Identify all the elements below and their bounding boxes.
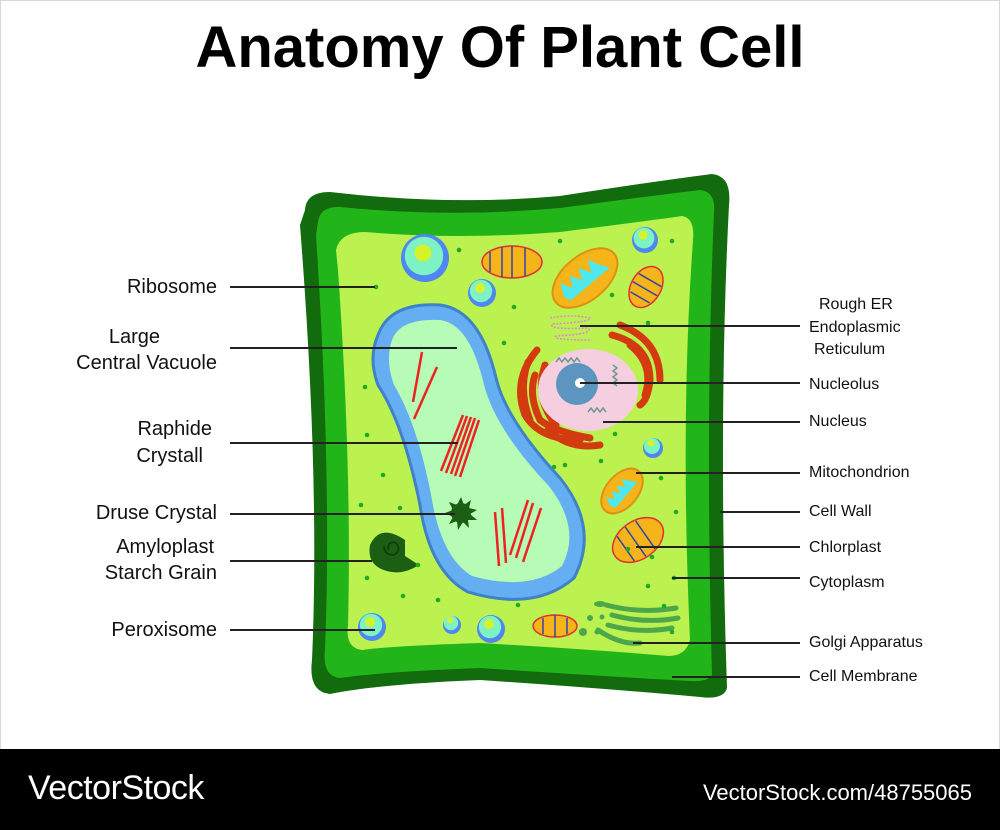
ribosome-dot — [362, 384, 368, 390]
label-druse-crystal: Druse Crystal — [96, 502, 217, 524]
ribosome-dot — [669, 629, 675, 635]
label-raphide-line2: Crystall — [136, 445, 203, 467]
label-rough-er-line3: Reticulum — [814, 341, 885, 358]
label-nucleolus: Nucleolus — [809, 376, 879, 393]
druse-crystal — [445, 497, 477, 530]
label-ribosome: Ribosome — [127, 276, 217, 298]
page-title: Anatomy Of Plant Cell — [195, 15, 805, 80]
ribosome-dot — [661, 603, 667, 609]
chloroplasts — [481, 245, 665, 638]
ribosome-dot — [673, 509, 679, 515]
ribosome-dot — [511, 304, 517, 310]
ribosome-dot — [562, 462, 568, 468]
vesicles — [358, 227, 663, 643]
ribosomes — [358, 238, 679, 635]
ribosome-dot — [669, 238, 675, 244]
label-cell-membrane: Cell Membrane — [809, 668, 918, 685]
mitochondrion-top — [551, 247, 619, 309]
ribosome-dot — [645, 320, 651, 326]
stock-id: VectorStock.com/48755065 — [702, 780, 972, 805]
ribosome-dot — [645, 583, 651, 589]
label-cytoplasm: Cytoplasm — [809, 574, 885, 591]
ribosome-dot — [551, 464, 557, 470]
label-golgi-apparatus: Golgi Apparatus — [809, 634, 923, 651]
ribosome-dot — [400, 593, 406, 599]
rough-er — [549, 315, 593, 341]
ribosome-dot — [612, 431, 618, 437]
ribosome-dot — [364, 575, 370, 581]
ribosome-dot — [435, 597, 441, 603]
ribosome-dot — [515, 602, 521, 608]
label-amyloplast-line2: Starch Grain — [105, 562, 217, 584]
large-central-vacuole — [388, 319, 570, 583]
label-rough-er-line1: Rough ER — [819, 296, 893, 313]
ribosome-dot — [658, 475, 664, 481]
label-mitochondrion: Mitochondrion — [809, 464, 910, 481]
vectorstock-logo: VectorStock — [28, 769, 204, 807]
footer-bar: VectorStock VectorStock.com/48755065 — [0, 749, 1000, 830]
label-chloroplast: Chlorplast — [809, 539, 882, 556]
ribosome-dot — [415, 562, 421, 568]
vesicle — [647, 439, 655, 447]
ribosome-dot — [456, 247, 462, 253]
ribosome-dot — [397, 505, 403, 511]
label-amyloplast-line1: Amyloplast — [116, 536, 214, 558]
ribosome-dot — [598, 458, 604, 464]
ribosome-dot — [364, 432, 370, 438]
vesicle — [446, 616, 454, 624]
label-vacuole-line1: Large — [109, 326, 160, 348]
vesicle — [638, 230, 648, 240]
ribosome-dot — [380, 472, 386, 478]
label-peroxisome: Peroxisome — [111, 619, 217, 641]
label-rough-er-line2: Endoplasmic — [809, 319, 901, 336]
mitochondrion — [600, 467, 644, 515]
amyloplast-starch-grain — [369, 532, 419, 573]
vesicle — [484, 619, 494, 629]
leader-lines — [230, 286, 800, 678]
label-nucleus: Nucleus — [809, 413, 867, 430]
ribosome-dot — [358, 502, 364, 508]
raphide-crystals — [411, 351, 543, 567]
vesicle — [414, 244, 432, 262]
golgi-vesicles — [579, 601, 606, 636]
vesicle — [365, 617, 375, 627]
plant-cell-diagram: Ribosome Large Central Vacuole Raphide C… — [76, 174, 923, 698]
ribosome-dot — [557, 238, 563, 244]
ribosome-dot — [609, 292, 615, 298]
label-cell-wall: Cell Wall — [809, 503, 872, 520]
ribosome-dot — [501, 340, 507, 346]
ribosome-dot — [625, 546, 631, 552]
label-raphide-line1: Raphide — [137, 418, 212, 440]
endoplasmic-reticulum — [517, 321, 664, 450]
ribosome-dot — [373, 284, 379, 290]
ribosome-dot — [649, 554, 655, 560]
vesicle — [475, 283, 485, 293]
label-vacuole-line2: Central Vacuole — [76, 352, 217, 374]
